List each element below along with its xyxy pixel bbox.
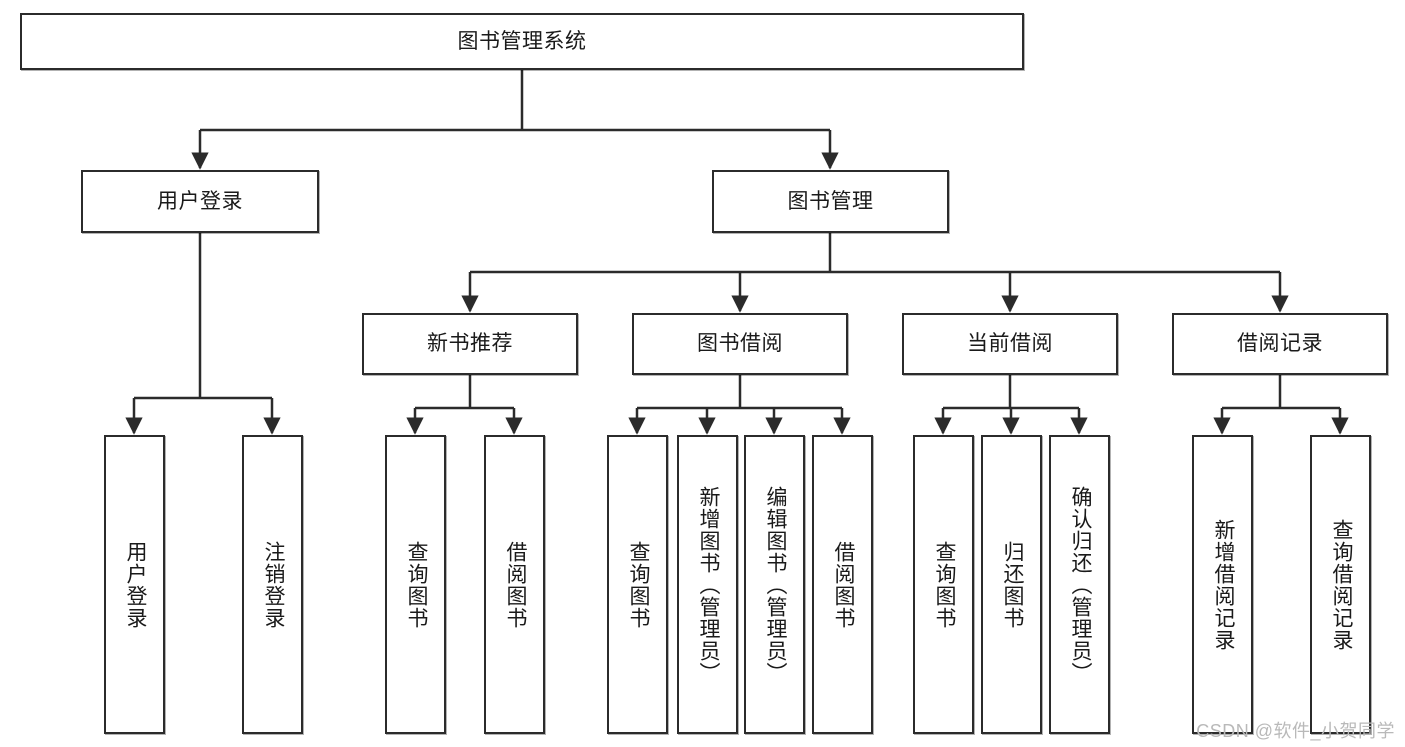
node-leaf-0-label: 用户登录 [123,540,147,629]
node-level3-3-label: 借阅记录 [1237,332,1323,356]
node-root[interactable]: 图书管理系统 [20,13,1024,70]
node-level3-2[interactable]: 当前借阅 [902,313,1118,375]
node-level3-3[interactable]: 借阅记录 [1172,313,1388,375]
node-leaf-7-label: 借阅图书 [831,540,855,629]
node-leaf-4-label: 查询图书 [626,540,650,629]
node-leaf-1-label: 注销登录 [261,540,285,629]
node-level3-0-label: 新书推荐 [427,332,513,356]
node-leaf-5-label: 新增图书（管理员） [696,485,720,684]
node-leaf-8[interactable]: 查询图书 [913,435,974,734]
node-leaf-12[interactable]: 查询借阅记录 [1310,435,1371,734]
node-level2-1-label: 图书管理 [787,189,874,213]
node-level2-0[interactable]: 用户登录 [81,170,319,233]
node-leaf-10-label: 确认归还（管理员） [1068,485,1092,684]
node-level2-1[interactable]: 图书管理 [712,170,949,233]
node-leaf-0[interactable]: 用户登录 [104,435,165,734]
node-leaf-10[interactable]: 确认归还（管理员） [1049,435,1110,734]
node-leaf-6-label: 编辑图书（管理员） [763,485,787,684]
node-leaf-7[interactable]: 借阅图书 [812,435,873,734]
node-leaf-5[interactable]: 新增图书（管理员） [677,435,738,734]
node-leaf-9[interactable]: 归还图书 [981,435,1042,734]
node-level2-0-label: 用户登录 [157,189,243,213]
node-leaf-3[interactable]: 借阅图书 [484,435,545,734]
node-leaf-11[interactable]: 新增借阅记录 [1192,435,1253,734]
node-root-label: 图书管理系统 [457,29,587,53]
node-level3-0[interactable]: 新书推荐 [362,313,578,375]
node-leaf-9-label: 归还图书 [1000,540,1024,629]
node-level3-2-label: 当前借阅 [967,332,1053,356]
node-leaf-6[interactable]: 编辑图书（管理员） [744,435,805,734]
node-level3-1[interactable]: 图书借阅 [632,313,848,375]
node-leaf-12-label: 查询借阅记录 [1329,518,1353,651]
node-leaf-2-label: 查询图书 [404,540,428,629]
node-leaf-3-label: 借阅图书 [503,540,527,629]
node-leaf-8-label: 查询图书 [932,540,956,629]
node-leaf-4[interactable]: 查询图书 [607,435,668,734]
node-leaf-11-label: 新增借阅记录 [1211,518,1235,651]
node-leaf-1[interactable]: 注销登录 [242,435,303,734]
node-level3-1-label: 图书借阅 [697,332,783,356]
node-leaf-2[interactable]: 查询图书 [385,435,446,734]
